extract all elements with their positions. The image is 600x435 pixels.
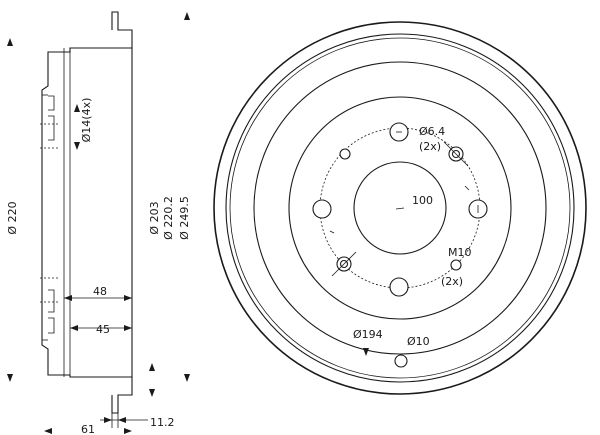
arrow-down-icon bbox=[149, 389, 155, 397]
arrow-left-icon bbox=[70, 325, 78, 331]
arrow-down-icon bbox=[363, 348, 369, 356]
label-d10: Ø10 bbox=[407, 335, 430, 348]
drum-section-outline bbox=[41, 11, 133, 414]
hub-flange-detail bbox=[48, 115, 55, 141]
wheel-bolt-hole bbox=[389, 277, 409, 297]
dim-w45: 45 bbox=[96, 323, 110, 336]
pcd-tick bbox=[329, 230, 335, 234]
hub-flange-detail bbox=[48, 95, 55, 111]
side-view: Ø 220 Ø14(4x) Ø 203 Ø 220.2 Ø 249.5 48 4… bbox=[6, 11, 191, 435]
center-mark bbox=[395, 207, 405, 210]
arrow-left-icon bbox=[44, 428, 52, 434]
drum-rim-circle bbox=[225, 33, 575, 383]
hole-cross bbox=[443, 141, 469, 167]
drum-rim-inner-circle bbox=[229, 37, 571, 379]
label-m10-count: (2x) bbox=[441, 275, 463, 288]
center-bore-circle bbox=[353, 161, 447, 255]
dim-d220: Ø 220 bbox=[6, 201, 19, 234]
front-view: Ø6.4 (2x) 100 M10 (2x) Ø194 Ø10 bbox=[213, 21, 587, 395]
dim-d2202: Ø 220.2 bbox=[162, 196, 175, 240]
arrow-down-icon bbox=[184, 374, 190, 382]
arrow-left-icon bbox=[64, 295, 72, 301]
arrow-right-icon bbox=[124, 295, 132, 301]
arrow-right-icon bbox=[104, 417, 112, 423]
drum-braking-surface bbox=[253, 61, 547, 355]
hub-flange-detail bbox=[48, 289, 55, 313]
wheel-bolt-hole bbox=[312, 199, 332, 219]
hub-flange-circle bbox=[288, 96, 512, 320]
arrow-right-icon bbox=[124, 428, 132, 434]
hole-cross bbox=[331, 251, 357, 277]
small-hole bbox=[339, 148, 351, 160]
arrow-up-icon bbox=[7, 38, 13, 46]
label-pcd100: 100 bbox=[412, 194, 433, 207]
arrow-down-icon bbox=[7, 374, 13, 382]
label-hole64: Ø6.4 bbox=[419, 125, 445, 138]
label-d194: Ø194 bbox=[353, 328, 383, 341]
arrow-down-icon bbox=[74, 142, 80, 150]
arrow-up-icon bbox=[149, 363, 155, 371]
dim-w61: 61 bbox=[81, 423, 95, 435]
hub-flange-detail bbox=[48, 317, 55, 334]
arrow-up-icon bbox=[74, 104, 80, 112]
arrow-left-icon bbox=[118, 417, 126, 423]
dim-w112: 11.2 bbox=[150, 416, 175, 429]
dim-d203: Ø 203 bbox=[148, 201, 161, 234]
d10-hole bbox=[394, 354, 408, 368]
m10-hole bbox=[450, 259, 462, 271]
dim-d14: Ø14(4x) bbox=[80, 98, 93, 143]
arrow-right-icon bbox=[124, 325, 132, 331]
pcd-tick bbox=[464, 185, 470, 191]
label-m10: M10 bbox=[448, 246, 472, 259]
dim-d2495: Ø 249.5 bbox=[178, 196, 191, 240]
dim-w48: 48 bbox=[93, 285, 107, 298]
arrow-up-icon bbox=[184, 12, 190, 20]
label-hole64-count: (2x) bbox=[419, 140, 441, 153]
drum-outer-circle bbox=[213, 21, 587, 395]
